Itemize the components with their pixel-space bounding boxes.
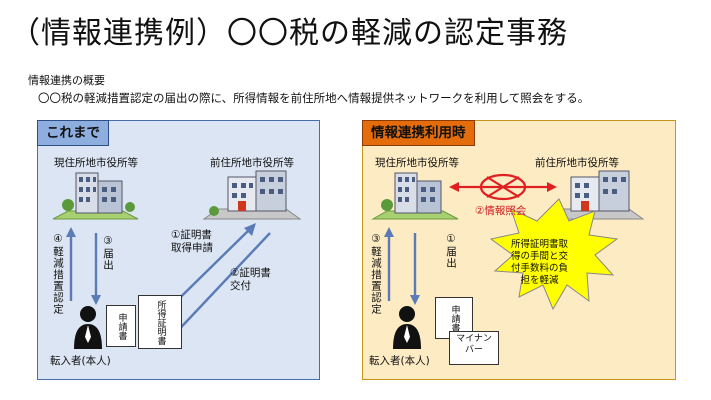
inquiry-arrow [457,175,549,199]
left-person-label: 転入者(本人) [50,353,111,368]
right-panel-with-linkage: 情報連携利用時 現住所地市役所等 前住所地市役所等 [362,120,676,380]
left-step1-label: ①証明書 取得申請 [171,229,213,255]
right-step3-label: ③軽減措置認定 [370,233,382,315]
page-title: （情報連携例）〇〇税の軽減の認定事務 [10,8,568,52]
person-icon [74,306,102,349]
overview-text: 〇〇税の軽減措置認定の届出の際に、所得情報を前住所地へ情報提供ネットワークを利用… [38,90,589,106]
left-step2-label: ②証明書 交付 [230,267,271,293]
my-number-card: マイナン バー [449,331,499,365]
overview-heading: 情報連携の概要 [28,72,105,88]
left-panel-before: これまで 現住所地市役所等 前住所地市役所等 [37,120,320,380]
income-certificate-doc: 所得証明書 [138,295,182,349]
inquiry-label: ②情報照会 [475,203,526,218]
right-step1-label: ①届出 [445,233,457,269]
application-form-doc: 申請書 [106,305,136,347]
right-current-office-building-icon [373,173,458,219]
right-person-icon [393,306,421,349]
current-office-building-icon [53,173,138,219]
right-person-label: 転入者(本人) [369,353,430,368]
previous-office-building-icon [204,171,300,219]
burst-text: 所得証明書取 得の手間と交 付手数料の負 担を軽減 [511,239,568,287]
left-step4-label: ④軽減措置認定 [52,233,64,315]
left-step3-label: ③届出 [102,235,114,271]
